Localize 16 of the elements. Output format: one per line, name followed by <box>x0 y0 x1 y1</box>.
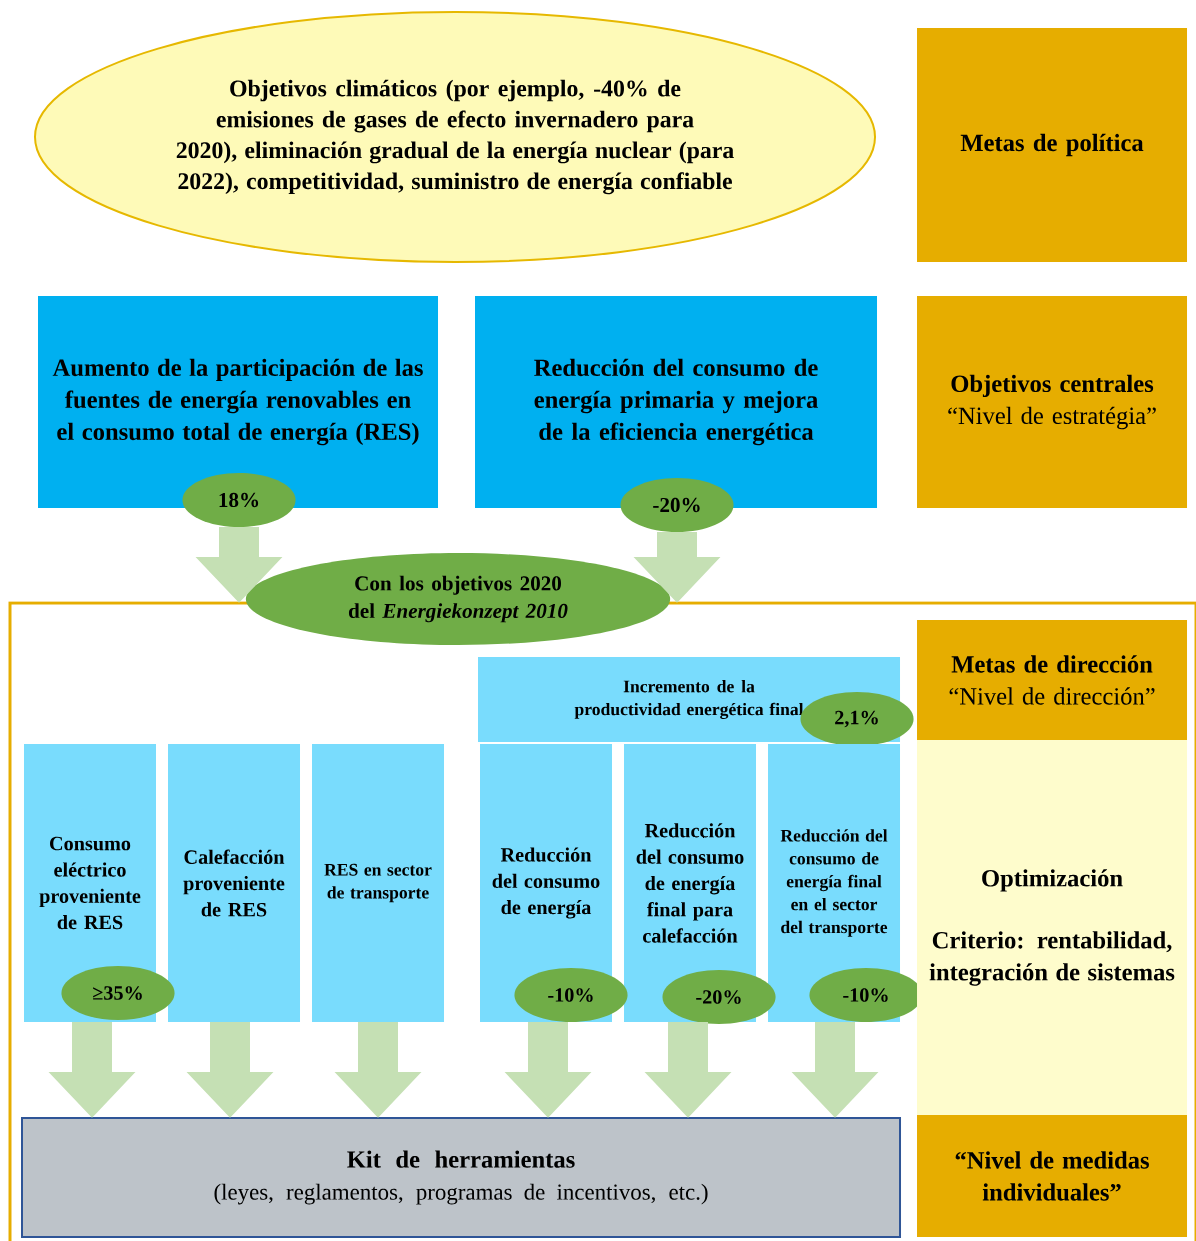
percent-badge: -10% <box>809 968 923 1022</box>
node-label: Reducción del consumo de energía <box>492 847 600 919</box>
toolkit-box: Kit de herramientas (leyes, reglamentos, programas de incentivos, etc.) <box>21 1117 901 1238</box>
percent-badge: -10% <box>514 968 628 1022</box>
target-box: RES en sector de transporte <box>312 744 444 1022</box>
level-band: Metas de política <box>917 28 1187 262</box>
node-label: Reducción del consumo de energía final para calefacción <box>636 823 744 943</box>
percent-badge: -20% <box>620 478 734 532</box>
percent-badge: -20% <box>662 970 776 1024</box>
level-band: Objetivos centrales “Nivel de estratégia” <box>917 296 1187 508</box>
percent-badge: ≥35% <box>61 966 175 1020</box>
level-band: “Nivel de medidas individuales” <box>917 1115 1187 1237</box>
criteria-band: Optimización Criterio: rentabilidad, integración de sistemas <box>917 740 1187 1115</box>
target-box: Calefacción proveniente de RES <box>168 744 300 1022</box>
level-band: Metas de dirección “Nivel de dirección” <box>917 620 1187 740</box>
percent-badge: 18% <box>182 473 296 527</box>
